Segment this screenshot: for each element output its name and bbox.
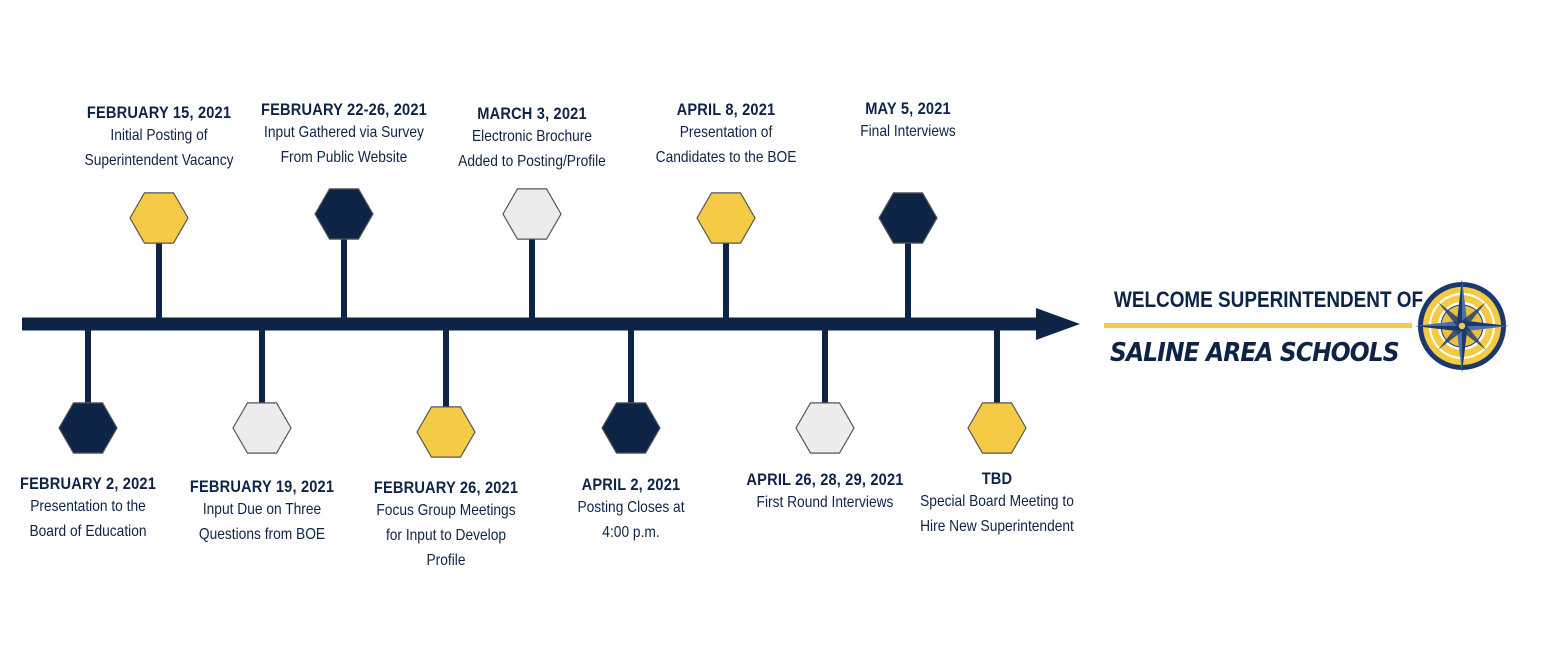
event-date: FEBRUARY 22-26, 2021 (261, 100, 427, 119)
event-hexagon-marker (878, 192, 938, 244)
event-date: APRIL 26, 28, 29, 2021 (746, 470, 904, 489)
event-date: FEBRUARY 15, 2021 (86, 103, 232, 122)
event-date: FEBRUARY 2, 2021 (19, 474, 157, 493)
event-date: FEBRUARY 19, 2021 (189, 477, 335, 496)
welcome-heading: WELCOME SUPERINTENDENT OF (1114, 287, 1424, 312)
event-description: Input Due on Three Questions from BOE (198, 501, 326, 543)
event-description: First Round Interviews (756, 494, 894, 511)
event-description: Initial Posting of Superintendent Vacanc… (84, 127, 234, 169)
event-description: Presentation of Candidates to the BOE (655, 124, 797, 166)
event-hexagon-marker (502, 188, 562, 240)
event-date: MARCH 3, 2021 (477, 104, 587, 123)
event-hexagon-marker (696, 192, 756, 244)
event-hexagon-marker (601, 402, 661, 454)
timeline-arrowhead (1036, 308, 1080, 340)
event-description: Electronic Brochure Added to Posting/Pro… (458, 128, 606, 170)
gold-underline (1104, 323, 1412, 328)
event-date: TBD (981, 469, 1013, 488)
event-hexagon-marker (129, 192, 189, 244)
event-hexagon-marker (795, 402, 855, 454)
event-description: Special Board Meeting to Hire New Superi… (920, 493, 1074, 535)
event-hexagon-marker (314, 188, 374, 240)
event-date: MAY 5, 2021 (865, 99, 951, 118)
event-label: TBD Special Board Meeting to Hire New Sup… (897, 469, 1097, 539)
school-name: SALINE AREA SCHOOLS (1110, 338, 1400, 368)
event-date: FEBRUARY 26, 2021 (373, 478, 519, 497)
event-hexagon-marker (416, 406, 476, 458)
event-description: Input Gathered via Survey From Public We… (264, 124, 424, 166)
event-description: Focus Group Meetings for Input to Develo… (376, 502, 516, 569)
event-hexagon-marker (232, 402, 292, 454)
event-description: Final Interviews (860, 123, 956, 140)
event-description: Posting Closes at 4:00 p.m. (577, 499, 685, 541)
event-hexagon-marker (967, 402, 1027, 454)
event-description: Presentation to the Board of Education (29, 498, 147, 540)
event-hexagon-marker (58, 402, 118, 454)
compass-seal-logo (1415, 279, 1509, 373)
event-date: APRIL 2, 2021 (581, 475, 681, 494)
event-date: APRIL 8, 2021 (676, 100, 776, 119)
